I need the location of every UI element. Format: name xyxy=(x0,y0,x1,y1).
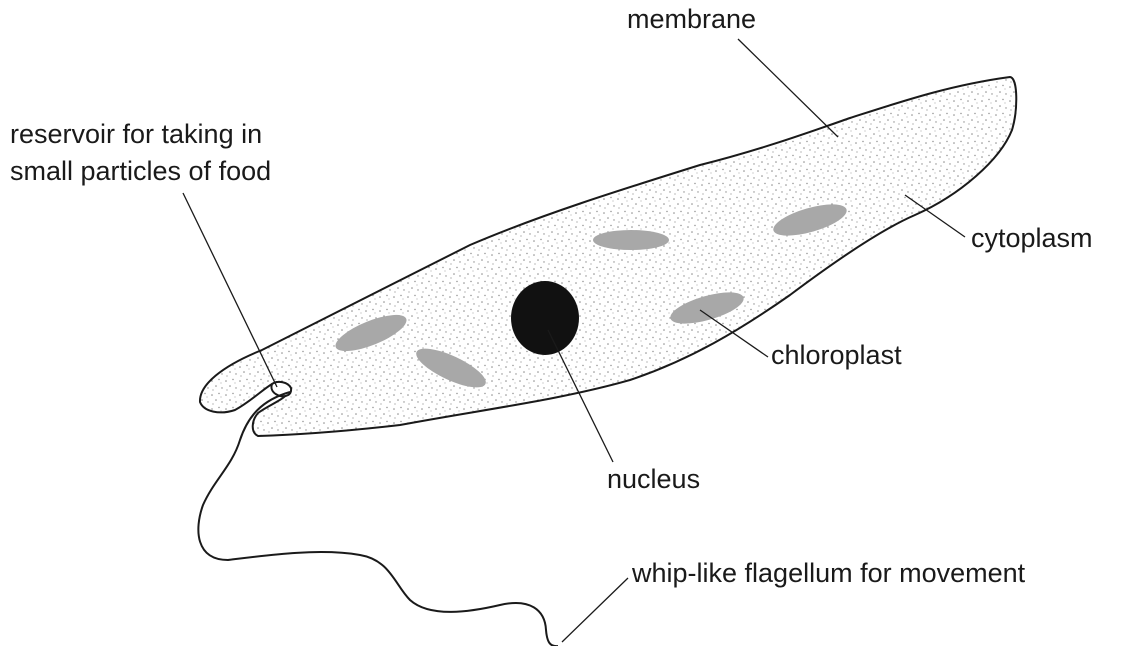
nucleus-label: nucleus xyxy=(607,464,700,494)
reservoir-label-line2: small particles of food xyxy=(10,156,271,186)
flagellum-leader xyxy=(562,578,628,642)
chloroplast xyxy=(593,230,669,250)
membrane-label: membrane xyxy=(627,4,756,34)
nucleus xyxy=(511,281,579,355)
cytoplasm-label: cytoplasm xyxy=(971,223,1093,253)
membrane-leader xyxy=(738,39,838,137)
chloroplast-label: chloroplast xyxy=(771,340,902,370)
reservoir-leader xyxy=(183,193,277,387)
cell-body xyxy=(200,77,1016,436)
flagellum-label: whip-like flagellum for movement xyxy=(631,558,1026,588)
reservoir-label-line1: reservoir for taking in xyxy=(10,119,262,149)
